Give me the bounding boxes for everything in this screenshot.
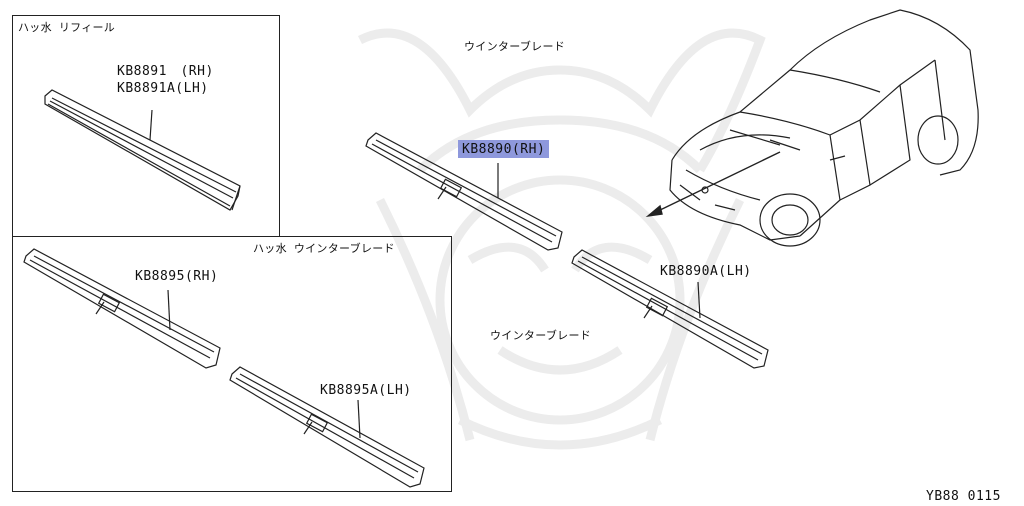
location-arrow (645, 151, 781, 218)
diagram-code: YB88 0115 (926, 489, 1001, 504)
main-rh-part-number-highlighted[interactable]: KB8890(RH) (458, 140, 550, 158)
winter-blade-caption-top: ウインターブレード (464, 40, 566, 53)
refill-box-title: ハッ水 リフィール (18, 21, 116, 34)
winter-blade-rh-diagram (23, 248, 221, 369)
refill-blade-diagram (44, 89, 241, 211)
refill-lh-part-number[interactable]: KB8891A(LH) (117, 81, 209, 96)
winter-lh-part-number[interactable]: KB8895A(LH) (320, 383, 412, 398)
vehicle-illustration (669, 9, 979, 247)
main-blade-rh-diagram (365, 132, 563, 251)
winter-box-title: ハッ水 ウインターブレード (253, 242, 395, 255)
main-lh-part-number[interactable]: KB8890A(LH) (660, 264, 752, 279)
refill-rh-part-number[interactable]: KB8891 (RH) (117, 64, 214, 79)
winter-blade-lh-diagram (229, 366, 425, 488)
main-blade-lh-diagram (571, 249, 769, 369)
refill-box (12, 15, 280, 237)
winter-box (12, 236, 452, 492)
winter-blade-caption-mid: ウインターブレード (490, 329, 592, 342)
winter-rh-part-number[interactable]: KB8895(RH) (135, 269, 219, 284)
